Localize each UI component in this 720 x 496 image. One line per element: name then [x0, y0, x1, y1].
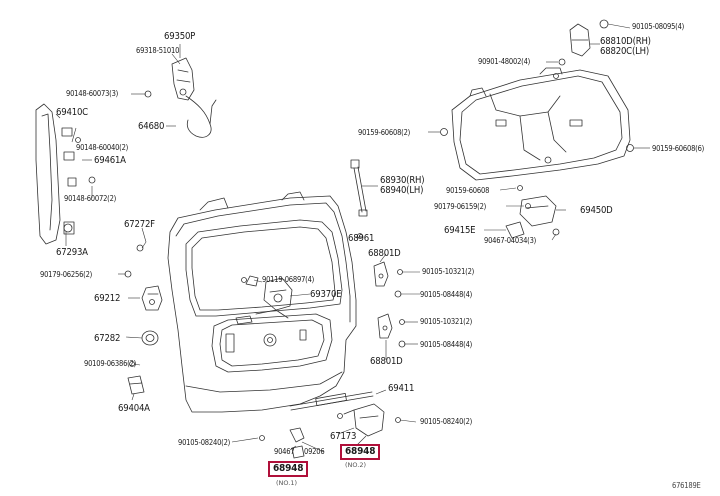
part-label-90148-60040: 90148-60040(2): [76, 143, 129, 152]
right-latch-lower: [377, 313, 393, 339]
part-label-67272F: 67272F: [124, 219, 155, 230]
part-label-90119-06897: 90119-06897(4): [262, 275, 315, 284]
part-label-68948-no1[interactable]: 68948: [273, 463, 304, 474]
part-label-90105-08240-left: 90105-08240(2): [178, 438, 231, 447]
part-label-90105-08448-b: 90105-08448(4): [420, 340, 473, 349]
highlight-68948-no1: [268, 461, 308, 477]
inner-trim-panel: [451, 67, 631, 181]
part-label-90179-06159: 90179-06159(2): [434, 202, 487, 211]
part-label-69404A: 69404A: [118, 403, 150, 414]
part-label-68961: 68961: [348, 233, 375, 244]
door-stay-lower: [289, 391, 374, 411]
part-label-90105-10321-a: 90105-10321(2): [422, 267, 475, 276]
part-label-68810D: 68810D(RH): [600, 36, 651, 47]
part-label-69411: 69411: [388, 383, 415, 394]
part-label-90105-10321-b: 90105-10321(2): [420, 317, 473, 326]
right-latch-upper: [373, 261, 389, 287]
door-bumper: [141, 330, 159, 346]
drawing-code: 676189E: [672, 481, 701, 490]
part-label-90159-60608: 90159-60608: [446, 186, 490, 195]
part-label-69415E: 69415E: [444, 225, 476, 236]
part-label-68801D-upper: 68801D: [368, 248, 401, 259]
part-label-69410C: 69410C: [56, 107, 88, 118]
part-label-68930: 68930(RH): [380, 175, 425, 186]
part-label-69212: 69212: [94, 293, 121, 304]
highlight-68948-no2: [340, 444, 380, 460]
note-no1: (NO.1): [276, 479, 297, 487]
part-label-68948-no2[interactable]: 68948: [345, 446, 376, 457]
back-door-panel: [167, 191, 357, 413]
part-label-90901-48002: 90901-48002(4): [478, 57, 531, 66]
lower-lock-assembly: [337, 403, 385, 437]
striker-assembly: [505, 195, 560, 239]
fasteners: [63, 19, 634, 423]
part-label-90159-60608-6: 90159-60608(6): [652, 144, 705, 153]
part-label-90148-60073: 90148-60073(3): [66, 89, 119, 98]
part-label-90105-08240-right: 90105-08240(2): [420, 417, 473, 426]
part-label-69318: 69318-51010: [136, 46, 180, 55]
part-label-69450D: 69450D: [580, 205, 613, 216]
part-label-68801D-lower: 68801D: [370, 356, 403, 367]
part-label-67173: 67173: [330, 431, 357, 442]
part-label-90105-08448-a: 90105-08448(4): [420, 290, 473, 299]
left-side-trim: [35, 103, 77, 245]
part-label-64680: 64680: [138, 121, 165, 132]
part-label-69461A: 69461A: [94, 155, 126, 166]
part-label-69370E: 69370E: [310, 289, 342, 300]
door-handle-assembly: [171, 57, 217, 138]
back-door-stay: [350, 159, 368, 217]
part-label-90467: 90467: [274, 447, 295, 456]
leader-lines: [55, 23, 650, 453]
part-label-68940: 68940(LH): [380, 185, 424, 196]
door-latch: [141, 285, 163, 311]
part-label-67282: 67282: [94, 333, 121, 344]
part-label-90109-06386: 90109-06386(2): [84, 359, 137, 368]
part-label-09206: 09206: [304, 447, 325, 456]
bottom-clips: [259, 427, 305, 459]
part-label-90159-60608-2: 90159-60608(2): [358, 128, 411, 137]
lower-bracket: [127, 375, 145, 395]
part-label-90179-06256: 90179-06256(2): [40, 270, 93, 279]
note-no2: (NO.2): [345, 461, 366, 469]
part-label-68820C: 68820C(LH): [600, 46, 650, 57]
door-lock-assembly: [245, 275, 293, 319]
part-label-67293A: 67293A: [56, 247, 88, 258]
part-label-90105-08095: 90105-08095(4): [632, 22, 685, 31]
part-label-90467-04034: 90467-04034(3): [484, 236, 537, 245]
back-door-hinge: [553, 23, 591, 79]
part-label-69350P: 69350P: [164, 31, 196, 42]
part-label-90148-60072: 90148-60072(2): [64, 194, 117, 203]
